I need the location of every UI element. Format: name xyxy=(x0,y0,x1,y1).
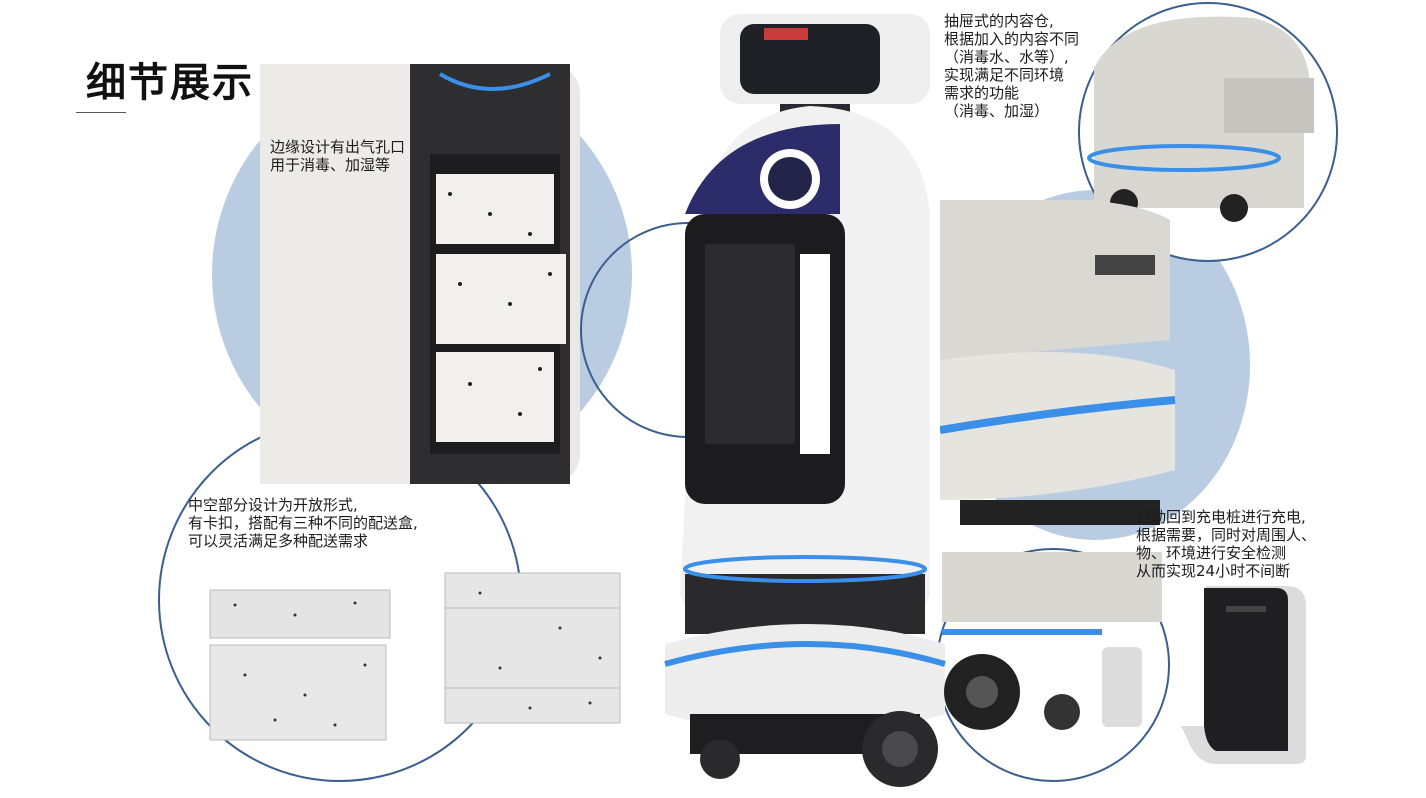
vent-closeup-image xyxy=(260,64,580,484)
open-cavity-annotation: 中空部分设计为开放形式, 有卡扣，搭配有三种不同的配送盒, 可以灵活满足多种配送… xyxy=(188,496,418,550)
vent-annotation: 边缘设计有出气孔口 用于消毒、加湿等 xyxy=(270,138,406,174)
delivery-box-small-image xyxy=(209,589,391,741)
dock-closeup-image xyxy=(940,200,1176,525)
drawer-closeup-image xyxy=(1087,16,1314,222)
drawer-annotation: 抽屉式的内容仓, 根据加入的内容不同 （消毒水、水等）, 实现满足不同环境 需求… xyxy=(944,12,1080,120)
charging-annotation: 自动回到充电桩进行充电, 根据需要，同时对周围人、 物、环境进行安全检测 从而实… xyxy=(1136,508,1317,580)
wheel-closeup-image xyxy=(942,552,1162,730)
page-title: 细节展示 xyxy=(86,60,254,106)
title-divider xyxy=(76,112,126,113)
charging-dock-image xyxy=(1181,586,1306,764)
robot-main-image xyxy=(664,14,946,787)
delivery-box-large-image xyxy=(444,572,621,724)
